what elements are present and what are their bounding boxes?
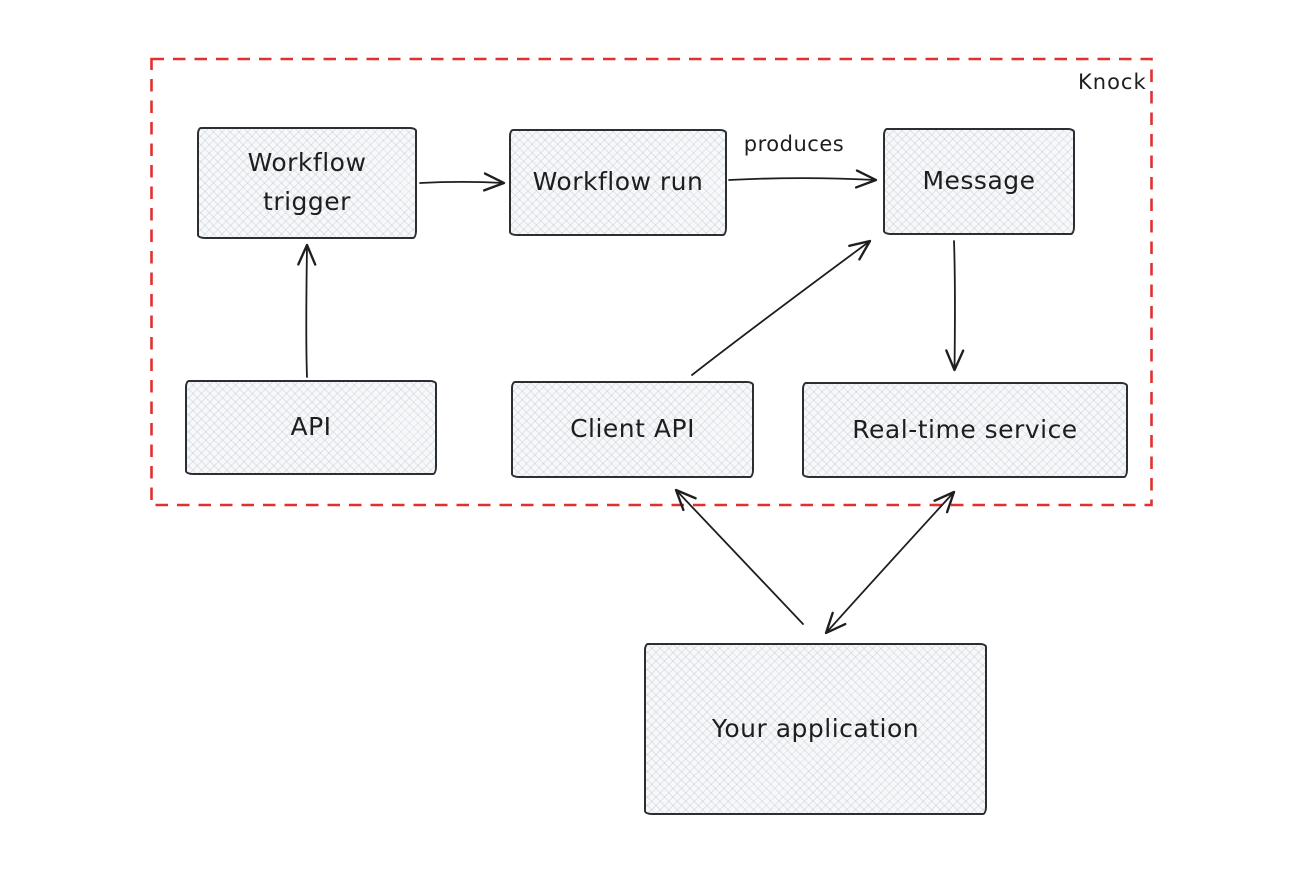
node-your-application: Your application (644, 643, 987, 815)
node-workflow-run: Workflow run (509, 129, 727, 236)
node-workflow-trigger-label: Workflow trigger (247, 148, 367, 216)
node-workflow-run-label: Workflow run (532, 167, 704, 197)
edge-workflow-trigger-to-workflow-run (419, 172, 506, 192)
edge-message-to-real-time-service (945, 240, 965, 372)
node-client-api: Client API (511, 381, 754, 478)
edge-workflow-run-to-message (728, 169, 878, 189)
knock-group-label: Knock (1078, 70, 1147, 94)
node-real-time-service-label: Real-time service (852, 414, 1078, 444)
node-message-label: Message (922, 166, 1036, 196)
node-api-label: API (290, 412, 332, 442)
edge-your-application-to-client-api (674, 488, 804, 625)
node-message: Message (883, 128, 1075, 235)
node-real-time-service: Real-time service (802, 382, 1128, 478)
edge-api-to-workflow-trigger (297, 243, 317, 378)
node-api: API (185, 380, 437, 475)
edge-client-api-to-message (691, 239, 872, 376)
node-client-api-label: Client API (570, 414, 695, 444)
edge-your-application-real-time-service-bidirectional (824, 490, 956, 635)
edge-label-produces: produces (743, 132, 845, 156)
node-your-application-label: Your application (711, 713, 920, 743)
node-workflow-trigger: Workflow trigger (197, 127, 417, 239)
